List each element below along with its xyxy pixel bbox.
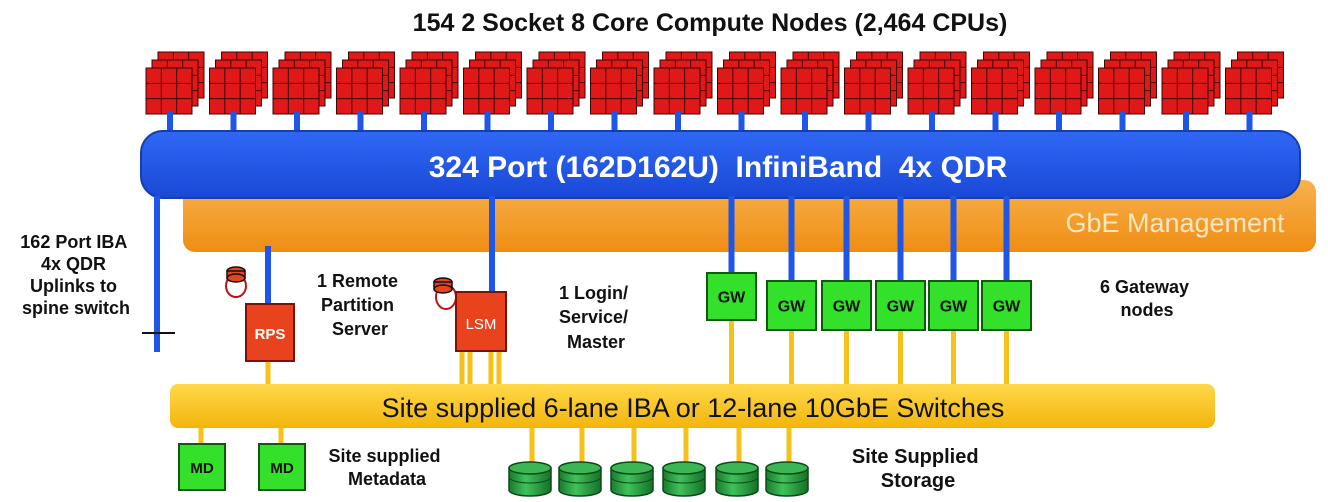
rps-box-label: RPS (255, 326, 286, 343)
compute-rack (1225, 51, 1284, 115)
gateway-nodes: GW GW GW GW GW GW (706, 272, 1032, 331)
metadata-servers: MD MD (178, 443, 306, 491)
compute-rack (209, 51, 268, 115)
compute-rack (336, 51, 395, 115)
compute-rack (907, 51, 967, 115)
gateway-description: 6 Gateway nodes (1100, 277, 1194, 320)
rps-server: RPS (225, 266, 295, 362)
gateway-label: GW (778, 299, 806, 316)
gateway-label: GW (887, 299, 915, 316)
storage-array (508, 461, 809, 497)
gateway-node: GW (766, 280, 817, 331)
compute-rack (463, 51, 522, 115)
lsm-box-label: LSM (466, 316, 497, 333)
compute-rack (971, 51, 1030, 115)
gateway-label: GW (940, 299, 968, 316)
metadata-label: MD (270, 460, 293, 477)
infiniband-downlinks (154, 196, 1010, 352)
gateway-node: GW (981, 280, 1032, 331)
gbe-management-label: GbE Management (1065, 208, 1285, 238)
compute-rack (780, 51, 840, 115)
disk-icon (225, 266, 247, 298)
metadata-description: Site supplied Metadata (328, 446, 445, 489)
metadata-server: MD (258, 443, 306, 491)
gateway-label: GW (833, 299, 861, 316)
compute-rack (399, 51, 459, 115)
metadata-label: MD (190, 460, 213, 477)
compute-rack (1034, 51, 1094, 115)
compute-rack (145, 51, 205, 115)
compute-rack (1161, 51, 1221, 115)
compute-rack (653, 51, 713, 115)
uplinks-description: 162 Port IBA 4x QDR Uplinks to spine swi… (20, 232, 131, 318)
storage-cylinder (662, 461, 706, 497)
site-switch-band: Site supplied 6-lane IBA or 12-lane 10Gb… (170, 384, 1215, 428)
storage-cylinder (715, 461, 759, 497)
storage-cylinder (508, 461, 552, 497)
disk-icon (433, 277, 457, 310)
compute-rack (272, 51, 332, 115)
metadata-server: MD (178, 443, 226, 491)
storage-cylinder (558, 461, 602, 497)
storage-cylinder (765, 461, 809, 497)
storage-description: Site Supplied Storage (852, 446, 984, 492)
gateway-node: GW (875, 280, 926, 331)
lsm-server: LSM (433, 277, 507, 352)
site-switch-links (198, 320, 1009, 462)
gateway-node: GW (928, 280, 979, 331)
infiniband-switch: 324 Port (162D162U) InfiniBand 4x QDR (140, 130, 1301, 199)
gateway-node: GW (706, 272, 757, 321)
compute-node-racks (145, 51, 1284, 115)
compute-rack (526, 51, 586, 115)
gateway-label: GW (993, 299, 1021, 316)
infiniband-switch-label: 324 Port (162D162U) InfiniBand 4x QDR (429, 151, 1008, 184)
compute-rack (1098, 51, 1157, 115)
lsm-description: 1 Login/ Service/ Master (559, 283, 633, 352)
compute-rack (590, 51, 649, 115)
gateway-label: GW (718, 290, 746, 307)
storage-cylinder (610, 461, 654, 497)
diagram-title: 154 2 Socket 8 Core Compute Nodes (2,464… (413, 9, 1008, 37)
compute-rack (717, 51, 776, 115)
gateway-node: GW (821, 280, 872, 331)
site-switch-label: Site supplied 6-lane IBA or 12-lane 10Gb… (382, 393, 1005, 423)
compute-rack (844, 51, 903, 115)
rps-description: 1 Remote Partition Server (317, 271, 403, 339)
